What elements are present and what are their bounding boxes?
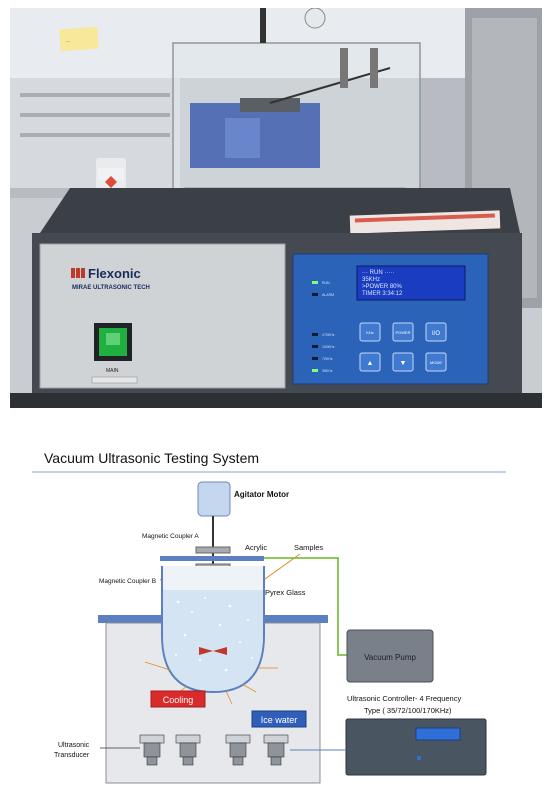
diagram-title: Vacuum Ultrasonic Testing System (44, 450, 259, 466)
lcd-display: ··· RUN ····· 35KHz >POWER 80% TIMER 3:3… (356, 265, 466, 301)
svg-text:>POWER 80%: >POWER 80% (362, 284, 403, 290)
ice-water-label: Ice water (261, 715, 298, 725)
svg-text:ALARM: ALARM (322, 293, 334, 297)
svg-text:RUN: RUN (322, 281, 330, 285)
status-leds: RUN ALARM 170KHz 100KHz 72KHz 35KHz (312, 281, 335, 373)
agitator-motor: Agitator Motor (197, 481, 289, 517)
sticky-note: ... (59, 26, 99, 52)
pyrex-glass-label: Pyrex Glass (265, 588, 306, 597)
agitator-motor-label: Agitator Motor (234, 490, 289, 499)
main-switch-label: MAIN (106, 368, 119, 374)
magnetic-coupler-a-label: Magnetic Coupler A (142, 533, 199, 540)
vacuum-pump-label: Vacuum Pump (364, 653, 416, 662)
transducer-label-1: Ultrasonic (58, 742, 90, 749)
svg-text:100KHz: 100KHz (322, 345, 335, 349)
sticky-note-text: ... (66, 38, 70, 44)
controller-label-2: Type ( 35/72/100/170KHz) (364, 706, 452, 715)
svg-text:··· RUN ·····: ··· RUN ····· (362, 270, 394, 276)
button-power: POWER (395, 330, 410, 335)
button-io: I/O (432, 331, 440, 337)
transducer-label-2: Transducer (54, 752, 90, 759)
cooling-label: Cooling (163, 695, 194, 705)
brand-subtitle: MIRAE ULTRASONIC TECH (72, 285, 150, 291)
panel-buttons: KHz POWER I/O ▲ ▼ MODE (359, 322, 447, 372)
svg-text:170KHz: 170KHz (322, 333, 335, 337)
vacuum-pump: Vacuum Pump (346, 629, 434, 683)
magnetic-coupler-b-label: Magnetic Coupler B (99, 578, 156, 585)
samples-label: Samples (294, 543, 323, 552)
controller-label-1: Ultrasonic Controller- 4 Frequency (347, 694, 461, 703)
acrylic-chamber (172, 8, 421, 203)
button-up: ▲ (367, 360, 374, 367)
ultrasonic-controller (345, 718, 487, 776)
button-down: ▼ (400, 360, 407, 367)
button-mode: MODE (430, 360, 442, 365)
svg-text:35KHz: 35KHz (362, 277, 380, 283)
system-diagram: Vacuum Ultrasonic Testing System Agitato… (32, 450, 506, 784)
svg-text:72KHz: 72KHz (322, 357, 333, 361)
pyrex-vessel (161, 566, 265, 694)
equipment-photo: ... Flexonic MIRAE ULTRASONIC TECH MAIN (10, 8, 542, 408)
ultrasonic-transducers (139, 734, 289, 766)
svg-text:35KHz: 35KHz (322, 369, 333, 373)
ultrasonic-generator: Flexonic MIRAE ULTRASONIC TECH MAIN RUN … (32, 233, 522, 393)
button-khz: KHz (366, 330, 374, 335)
acrylic-label: Acrylic (245, 543, 267, 552)
svg-text:TIMER 3:34:12: TIMER 3:34:12 (362, 291, 403, 297)
brand-logo: Flexonic (88, 266, 141, 281)
